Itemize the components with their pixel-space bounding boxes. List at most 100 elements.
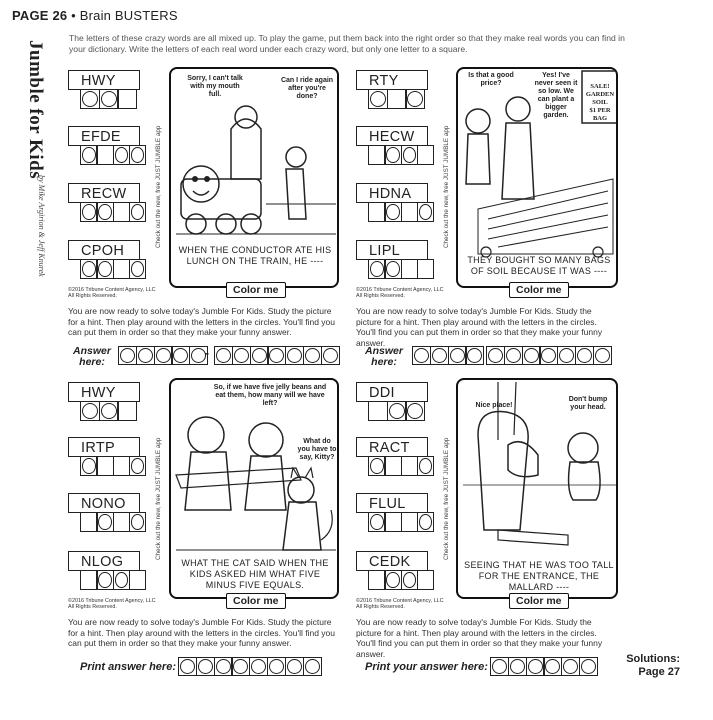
letter-box[interactable] xyxy=(368,570,386,590)
circled-box[interactable] xyxy=(128,202,147,222)
circled-box[interactable] xyxy=(98,89,119,109)
circled-box[interactable] xyxy=(400,145,419,165)
letter-box[interactable] xyxy=(112,202,131,222)
letter-box[interactable] xyxy=(368,202,386,222)
answer-box[interactable] xyxy=(303,346,323,365)
circled-box[interactable] xyxy=(80,202,98,222)
circled-box[interactable] xyxy=(80,145,98,165)
answer-box[interactable] xyxy=(447,346,467,365)
circled-box[interactable] xyxy=(384,202,402,222)
answer-box[interactable] xyxy=(135,346,155,365)
answer-box[interactable] xyxy=(525,657,545,676)
circled-box[interactable] xyxy=(128,456,147,476)
answer-box[interactable] xyxy=(503,346,523,365)
letter-box[interactable] xyxy=(416,570,435,590)
circled-box[interactable] xyxy=(384,259,402,279)
circled-box[interactable] xyxy=(416,512,435,532)
circled-box[interactable] xyxy=(368,89,388,109)
circled-box[interactable] xyxy=(96,570,114,590)
circled-box[interactable] xyxy=(400,570,419,590)
circled-box[interactable] xyxy=(96,202,114,222)
answer-box[interactable] xyxy=(249,657,269,676)
answer-box[interactable] xyxy=(320,346,340,365)
circled-box[interactable] xyxy=(416,202,435,222)
letter-box[interactable] xyxy=(386,89,407,109)
circled-box[interactable] xyxy=(368,259,386,279)
answer-box[interactable] xyxy=(575,346,595,365)
letter-box[interactable] xyxy=(117,89,138,109)
answer-box[interactable] xyxy=(490,657,509,676)
answer-box[interactable] xyxy=(543,657,563,676)
circled-box[interactable] xyxy=(368,456,386,476)
circled-box[interactable] xyxy=(405,89,426,109)
answer-box[interactable] xyxy=(171,346,191,365)
answer-box[interactable] xyxy=(231,346,251,365)
letter-box[interactable] xyxy=(112,512,131,532)
answer-box[interactable] xyxy=(557,346,577,365)
letter-box[interactable] xyxy=(368,401,388,421)
circled-box[interactable] xyxy=(384,145,402,165)
letter-box[interactable] xyxy=(80,512,98,532)
answer-box[interactable] xyxy=(267,657,287,676)
letter-boxes xyxy=(80,202,147,222)
answer-box[interactable] xyxy=(507,657,527,676)
answer-box[interactable] xyxy=(249,346,269,365)
circled-box[interactable] xyxy=(96,259,114,279)
answer-boxes xyxy=(486,346,612,365)
answer-box[interactable] xyxy=(486,346,505,365)
answer-box[interactable] xyxy=(465,346,485,365)
answer-box[interactable] xyxy=(284,657,304,676)
circled-box[interactable] xyxy=(128,145,147,165)
letter-box[interactable] xyxy=(400,259,419,279)
answer-box[interactable] xyxy=(118,346,137,365)
answer-box[interactable] xyxy=(189,346,209,365)
circled-box[interactable] xyxy=(128,259,147,279)
letter-box[interactable] xyxy=(368,145,386,165)
answer-box[interactable] xyxy=(412,346,431,365)
circled-box[interactable] xyxy=(405,401,426,421)
circled-box[interactable] xyxy=(80,89,100,109)
letter-box[interactable] xyxy=(400,202,419,222)
answer-boxes xyxy=(412,346,485,365)
letter-box[interactable] xyxy=(128,570,147,590)
circled-box[interactable] xyxy=(384,570,402,590)
letter-box[interactable] xyxy=(400,456,419,476)
answer-box[interactable] xyxy=(213,657,233,676)
answer-box[interactable] xyxy=(579,657,599,676)
circled-box[interactable] xyxy=(80,401,100,421)
answer-box[interactable] xyxy=(302,657,322,676)
letter-box[interactable] xyxy=(112,456,131,476)
letter-box[interactable] xyxy=(384,456,402,476)
letter-box[interactable] xyxy=(96,145,114,165)
letter-box[interactable] xyxy=(416,145,435,165)
answer-box[interactable] xyxy=(153,346,173,365)
letter-box[interactable] xyxy=(384,512,402,532)
answer-box[interactable] xyxy=(178,657,197,676)
circled-box[interactable] xyxy=(368,512,386,532)
letter-box[interactable] xyxy=(96,456,114,476)
answer-box[interactable] xyxy=(539,346,559,365)
circled-box[interactable] xyxy=(96,512,114,532)
circled-box[interactable] xyxy=(98,401,119,421)
answer-box[interactable] xyxy=(521,346,541,365)
letter-box[interactable] xyxy=(400,512,419,532)
circled-box[interactable] xyxy=(80,259,98,279)
circled-box[interactable] xyxy=(416,456,435,476)
answer-box[interactable] xyxy=(195,657,215,676)
answer-box[interactable] xyxy=(214,346,233,365)
answer-box[interactable] xyxy=(285,346,305,365)
letter-box[interactable] xyxy=(416,259,435,279)
answer-box[interactable] xyxy=(592,346,612,365)
answer-box[interactable] xyxy=(267,346,287,365)
letter-box[interactable] xyxy=(80,570,98,590)
circled-box[interactable] xyxy=(112,570,131,590)
answer-box[interactable] xyxy=(561,657,581,676)
circled-box[interactable] xyxy=(80,456,98,476)
circled-box[interactable] xyxy=(386,401,407,421)
circled-box[interactable] xyxy=(128,512,147,532)
answer-box[interactable] xyxy=(231,657,251,676)
answer-box[interactable] xyxy=(429,346,449,365)
circled-box[interactable] xyxy=(112,145,131,165)
letter-box[interactable] xyxy=(117,401,138,421)
letter-box[interactable] xyxy=(112,259,131,279)
